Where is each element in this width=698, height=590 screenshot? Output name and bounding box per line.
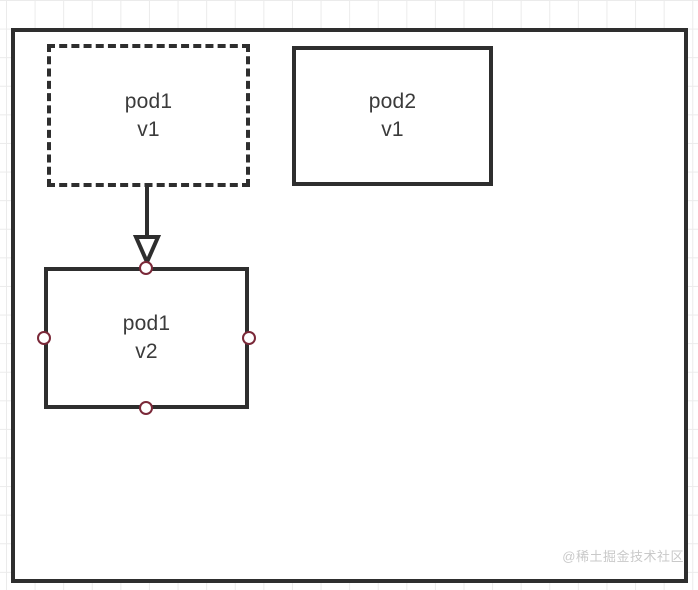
- node-pod1-v2-subtitle: v2: [135, 340, 158, 363]
- node-pod1-v1-title: pod1: [124, 89, 173, 113]
- connection-handle-top[interactable]: [139, 261, 153, 275]
- node-pod2-v1-subtitle: v1: [381, 118, 404, 141]
- connection-handle-bottom[interactable]: [139, 401, 153, 415]
- node-pod1-v1[interactable]: pod1 v1: [47, 44, 250, 187]
- node-pod2-v1[interactable]: pod2 v1: [292, 46, 493, 186]
- node-pod1-v1-subtitle: v1: [137, 117, 160, 141]
- watermark: @稀土掘金技术社区: [562, 549, 684, 564]
- connection-handle-right[interactable]: [242, 331, 256, 345]
- node-pod1-v2[interactable]: pod1 v2: [44, 267, 249, 409]
- node-pod2-v1-title: pod2: [368, 90, 417, 114]
- node-pod1-v2-title: pod1: [122, 312, 171, 336]
- connection-handle-left[interactable]: [37, 331, 51, 345]
